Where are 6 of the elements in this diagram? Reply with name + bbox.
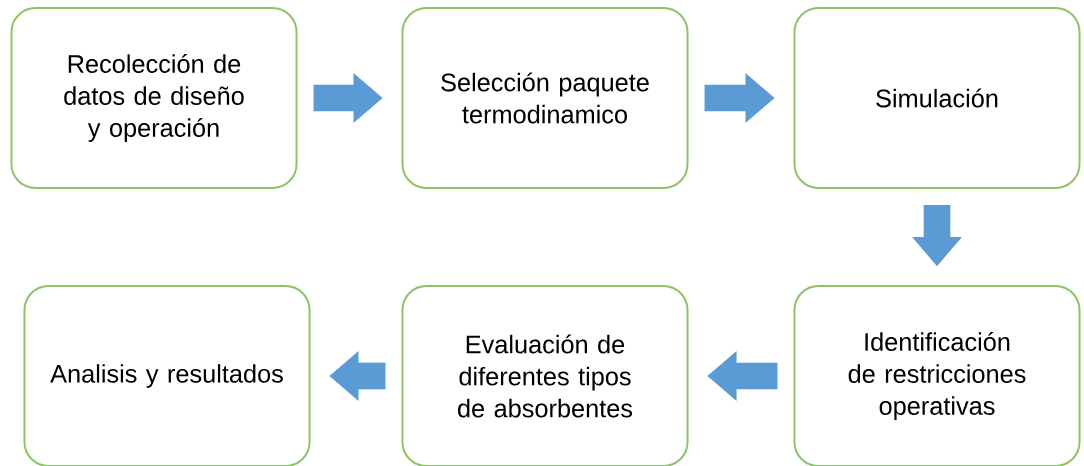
process-box: Analisis y resultados [23, 285, 311, 466]
process-box: Evaluación de diferentes tipos de absorbentes [401, 285, 689, 466]
process-box: Selección paquete termodinamico [401, 7, 689, 189]
process-box: Simulación [793, 7, 1081, 189]
process-box: Identificación de restricciones operativas [793, 285, 1081, 466]
process-box: Recolección de datos de diseño y operación [10, 7, 298, 189]
